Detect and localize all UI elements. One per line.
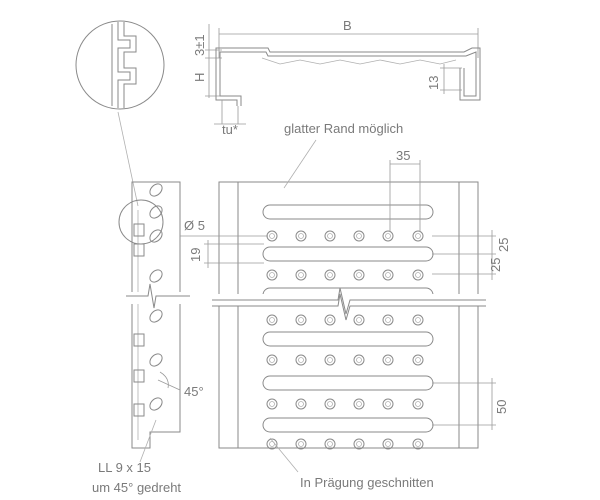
perforation-hole-inner bbox=[327, 317, 333, 323]
cross-section: B 3±1 H 13 tu* bbox=[192, 18, 481, 137]
perforation-hole-inner bbox=[356, 233, 362, 239]
perforation-hole-inner bbox=[327, 357, 333, 363]
perforation-hole-inner bbox=[298, 317, 304, 323]
cut-in-embossing-note: In Prägung geschnitten bbox=[300, 475, 434, 490]
perforation-hole-inner bbox=[356, 401, 362, 407]
perforation-hole bbox=[295, 269, 307, 281]
perforation-hole bbox=[382, 230, 394, 242]
perforation-hole-inner bbox=[327, 233, 333, 239]
perforation-hole-inner bbox=[269, 272, 275, 278]
perforation-hole-inner bbox=[385, 272, 391, 278]
perforation-hole bbox=[266, 269, 278, 281]
perforation-hole-inner bbox=[385, 357, 391, 363]
perforation-hole bbox=[382, 398, 394, 410]
side-view: 45° LL 9 x 15 um 45° gedreht bbox=[92, 181, 204, 495]
perforation-hole bbox=[382, 314, 394, 326]
inner-13-label: 13 bbox=[426, 76, 441, 90]
perforation-hole-inner bbox=[298, 401, 304, 407]
embossed-ribs bbox=[262, 204, 434, 433]
perforation-hole bbox=[295, 398, 307, 410]
pitch-35-label: 35 bbox=[396, 148, 410, 163]
perforation-hole bbox=[412, 438, 424, 450]
perforation-hole bbox=[295, 230, 307, 242]
hole-diameter-label: Ø 5 bbox=[184, 218, 205, 233]
perforation-hole-inner bbox=[327, 272, 333, 278]
perforation-holes bbox=[266, 230, 424, 450]
perforation-hole bbox=[412, 354, 424, 366]
perforation-hole-inner bbox=[415, 317, 421, 323]
perforation-hole bbox=[412, 314, 424, 326]
perforation-hole-inner bbox=[385, 233, 391, 239]
perforation-hole bbox=[324, 438, 336, 450]
slot-note-line2: um 45° gedreht bbox=[92, 480, 181, 495]
perforation-hole bbox=[295, 438, 307, 450]
detail-view bbox=[75, 20, 165, 207]
perforation-hole-inner bbox=[356, 272, 362, 278]
perforation-hole bbox=[353, 354, 365, 366]
smooth-edge-note: glatter Rand möglich bbox=[284, 121, 403, 136]
width-b-label: B bbox=[343, 18, 352, 33]
perforation-hole bbox=[353, 230, 365, 242]
perforation-hole-inner bbox=[269, 401, 275, 407]
perforation-hole bbox=[353, 269, 365, 281]
perforation-hole bbox=[266, 398, 278, 410]
perforation-hole-inner bbox=[415, 401, 421, 407]
height-tolerance-label: 3±1 bbox=[192, 34, 207, 56]
perforation-hole bbox=[353, 314, 365, 326]
perforation-hole-inner bbox=[356, 441, 362, 447]
perforation-hole-inner bbox=[415, 233, 421, 239]
perforation-hole-inner bbox=[356, 357, 362, 363]
perforation-hole bbox=[295, 354, 307, 366]
perforation-hole bbox=[266, 354, 278, 366]
perforation-hole bbox=[295, 314, 307, 326]
angle-label: 45° bbox=[184, 384, 204, 399]
perforation-hole-inner bbox=[298, 272, 304, 278]
perforation-hole bbox=[382, 438, 394, 450]
perforation-hole bbox=[324, 230, 336, 242]
dim-25-lower: 25 bbox=[488, 258, 503, 272]
perforation-hole bbox=[382, 354, 394, 366]
perforation-hole-inner bbox=[385, 401, 391, 407]
perforation-hole-inner bbox=[327, 441, 333, 447]
perforation-hole-inner bbox=[385, 441, 391, 447]
perforation-hole-inner bbox=[269, 317, 275, 323]
perforation-hole bbox=[412, 269, 424, 281]
perforation-hole-inner bbox=[385, 317, 391, 323]
perforation-hole-inner bbox=[327, 401, 333, 407]
dim-50-label: 50 bbox=[494, 400, 509, 414]
slot-note-line1: LL 9 x 15 bbox=[98, 460, 151, 475]
perforation-hole bbox=[382, 269, 394, 281]
perforation-hole bbox=[412, 398, 424, 410]
perforation-hole bbox=[324, 398, 336, 410]
perforation-hole bbox=[266, 438, 278, 450]
perforation-hole bbox=[353, 398, 365, 410]
perforation-hole bbox=[324, 354, 336, 366]
perforation-hole-inner bbox=[298, 441, 304, 447]
gap-19-label: 19 bbox=[188, 248, 203, 262]
perforation-hole-inner bbox=[415, 357, 421, 363]
perforation-hole-inner bbox=[269, 357, 275, 363]
perforation-hole bbox=[412, 230, 424, 242]
perforation-hole-inner bbox=[415, 272, 421, 278]
dim-25-upper: 25 bbox=[496, 238, 511, 252]
perforation-hole-inner bbox=[356, 317, 362, 323]
perforation-hole-inner bbox=[269, 233, 275, 239]
height-h-label: H bbox=[192, 73, 207, 82]
perforation-hole-inner bbox=[298, 233, 304, 239]
perforation-hole-inner bbox=[415, 441, 421, 447]
plan-view: 35 Ø 5 19 25 25 50 glatter Rand möglich … bbox=[180, 121, 511, 490]
perforation-hole bbox=[266, 230, 278, 242]
perforation-hole bbox=[324, 314, 336, 326]
perforation-hole bbox=[353, 438, 365, 450]
thickness-label: tu* bbox=[222, 122, 238, 137]
perforation-hole bbox=[324, 269, 336, 281]
perforation-hole bbox=[266, 314, 278, 326]
perforation-hole-inner bbox=[298, 357, 304, 363]
